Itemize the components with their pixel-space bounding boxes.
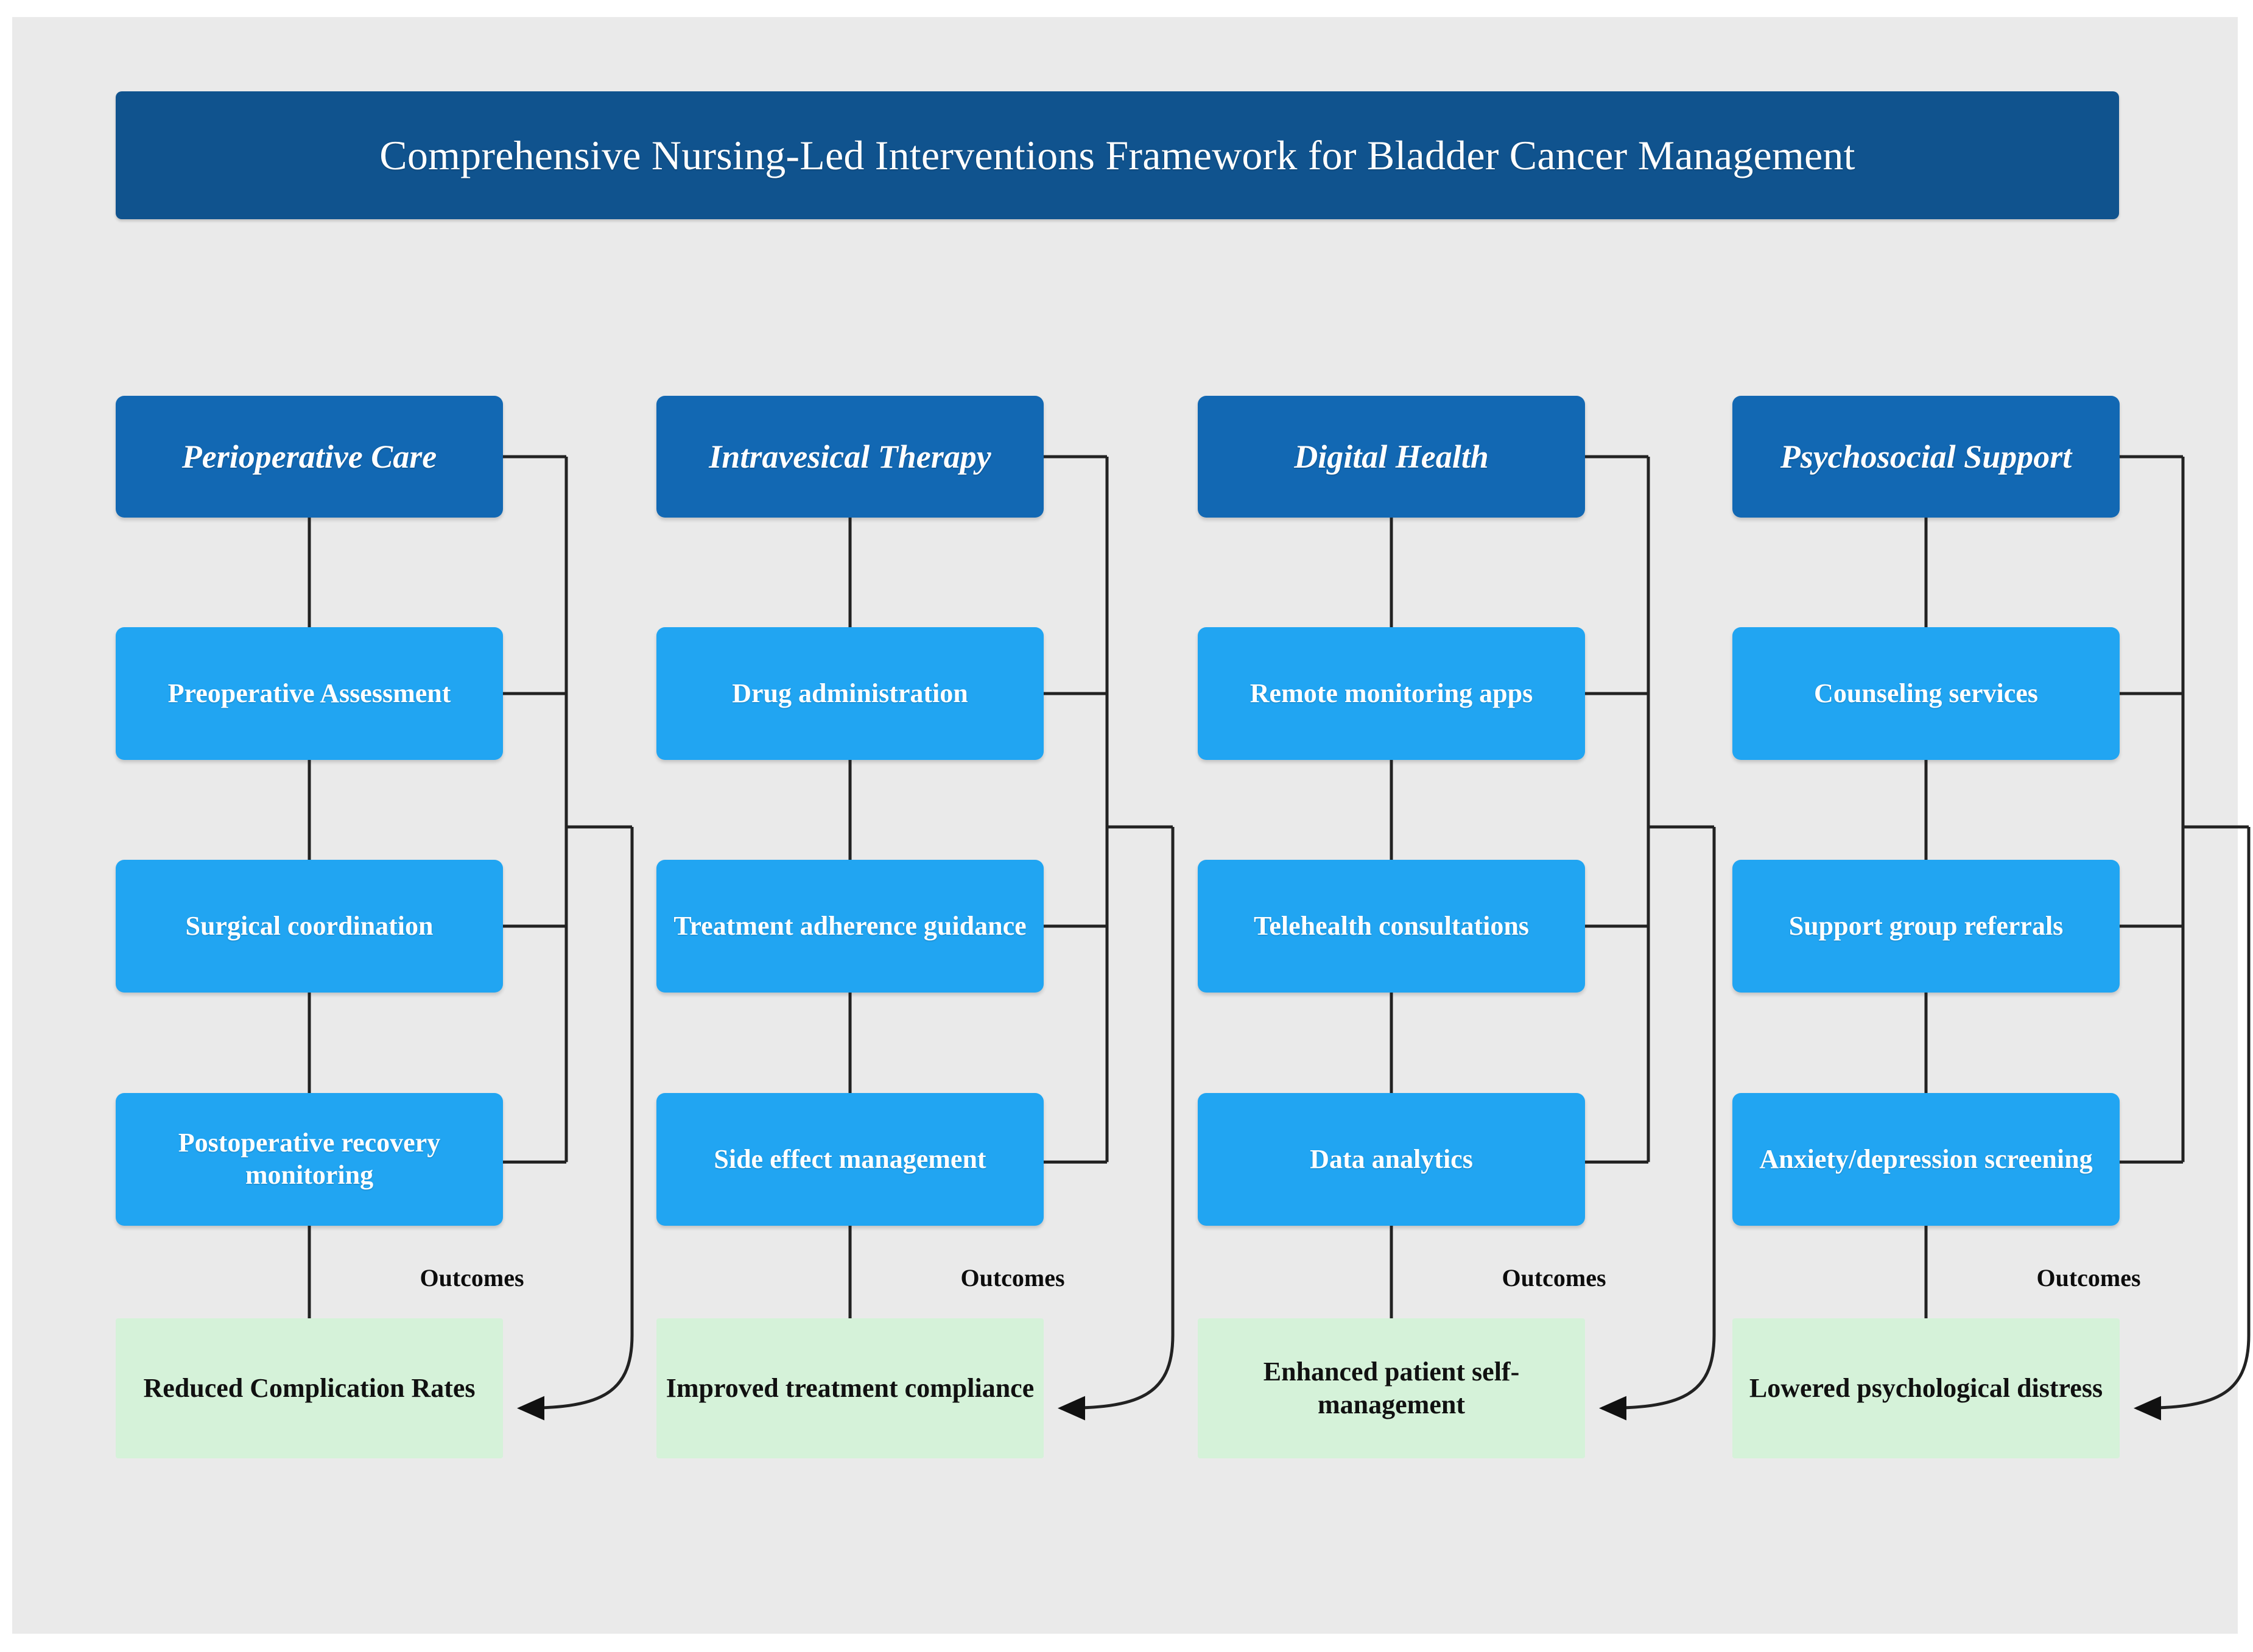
step-box-4-3[interactable]: Anxiety/depression screening	[1732, 1093, 2120, 1226]
step-box-2-3[interactable]: Side effect management	[656, 1093, 1044, 1226]
outcome-box-1[interactable]: Reduced Complication Rates	[116, 1318, 503, 1458]
step-label-1-3: Postoperative recovery monitoring	[178, 1128, 441, 1190]
step-label-2-1: Drug administration	[732, 678, 968, 708]
step-box-2-2[interactable]: Treatment adherence guidance	[656, 860, 1044, 993]
category-header-label-3: Digital Health	[1294, 438, 1489, 475]
step-box-4-2[interactable]: Support group referrals	[1732, 860, 2120, 993]
step-box-3-3[interactable]: Data analytics	[1198, 1093, 1585, 1226]
page-title: Comprehensive Nursing-Led Interventions …	[379, 132, 1855, 178]
step-box-2-1[interactable]: Drug administration	[656, 627, 1044, 760]
outcomes-edge-label-2: Outcomes	[960, 1264, 1065, 1292]
column-perioperative-care: Perioperative Care Preoperative Assessme…	[116, 0, 524, 1652]
step-box-1-3[interactable]: Postoperative recovery monitoring	[116, 1093, 503, 1226]
outcome-box-3[interactable]: Enhanced patient self-management	[1198, 1318, 1585, 1458]
step-box-1-1[interactable]: Preoperative Assessment	[116, 627, 503, 760]
outcome-box-4[interactable]: Lowered psychological distress	[1732, 1318, 2120, 1458]
column-intravesical-therapy: Intravesical Therapy Drug administration…	[656, 0, 1065, 1652]
category-header-label-4: Psychosocial Support	[1780, 438, 2072, 475]
step-label-2-3: Side effect management	[714, 1144, 986, 1174]
step-label-4-3: Anxiety/depression screening	[1759, 1144, 2093, 1174]
step-label-2-2: Treatment adherence guidance	[673, 910, 1027, 941]
step-label-3-2: Telehealth consultations	[1254, 910, 1529, 941]
step-label-1-2: Surgical coordination	[185, 910, 434, 941]
category-header-label-2: Intravesical Therapy	[709, 438, 991, 475]
category-header-box-1[interactable]: Perioperative Care	[116, 396, 503, 518]
outcome-box-2[interactable]: Improved treatment compliance	[656, 1318, 1044, 1458]
outcome-label-1: Reduced Complication Rates	[143, 1373, 476, 1404]
step-box-3-1[interactable]: Remote monitoring apps	[1198, 627, 1585, 760]
diagram-title-banner: Comprehensive Nursing-Led Interventions …	[116, 91, 2119, 219]
category-header-box-3[interactable]: Digital Health	[1198, 396, 1585, 518]
column-digital-health: Digital Health Remote monitoring apps Te…	[1198, 0, 1606, 1652]
step-box-3-2[interactable]: Telehealth consultations	[1198, 860, 1585, 993]
step-box-4-1[interactable]: Counseling services	[1732, 627, 2120, 760]
step-label-4-2: Support group referrals	[1788, 910, 2064, 941]
category-header-box-2[interactable]: Intravesical Therapy	[656, 396, 1044, 518]
outcomes-edge-label-4: Outcomes	[2036, 1264, 2141, 1292]
step-label-3-1: Remote monitoring apps	[1250, 678, 1533, 708]
outcome-label-3: Enhanced patient self-management	[1263, 1357, 1520, 1419]
step-label-3-3: Data analytics	[1310, 1144, 1473, 1174]
outcomes-edge-label-1: Outcomes	[420, 1264, 524, 1292]
category-header-box-4[interactable]: Psychosocial Support	[1732, 396, 2120, 518]
step-label-4-1: Counseling services	[1814, 678, 2038, 708]
column-psychosocial-support: Psychosocial Support Counseling services…	[1732, 0, 2141, 1652]
outcomes-edge-label-3: Outcomes	[1502, 1264, 1606, 1292]
outcome-label-4: Lowered psychological distress	[1749, 1373, 2103, 1404]
category-header-label-1: Perioperative Care	[181, 438, 437, 475]
step-label-1-1: Preoperative Assessment	[167, 678, 451, 708]
step-box-1-2[interactable]: Surgical coordination	[116, 860, 503, 993]
outcome-label-2: Improved treatment compliance	[666, 1373, 1035, 1404]
